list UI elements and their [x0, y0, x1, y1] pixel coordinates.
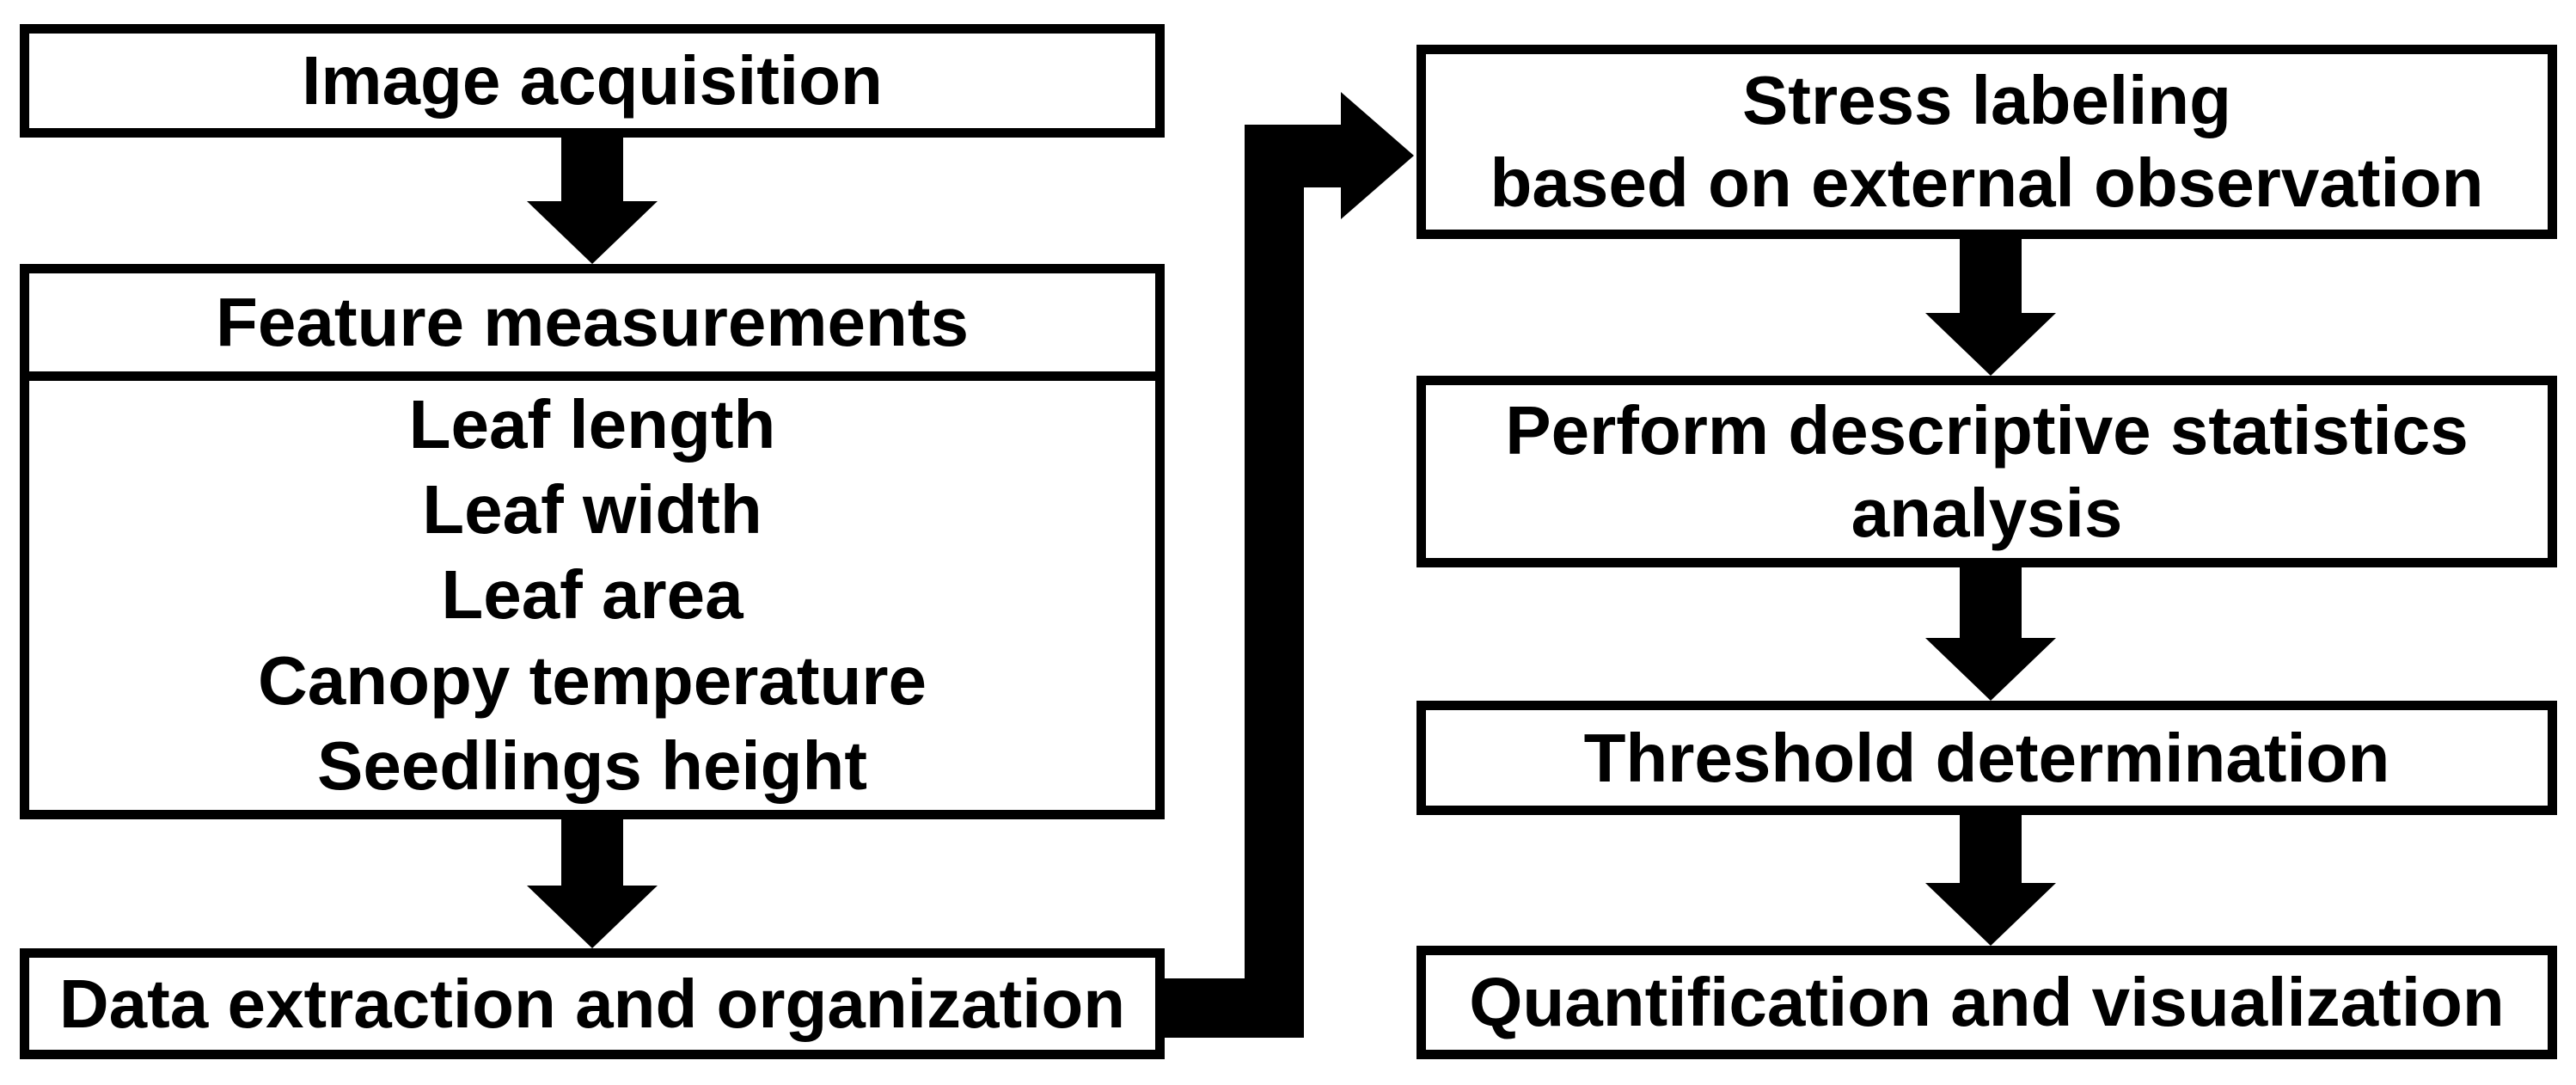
- list-item-canopy-temperature: Canopy temperature: [258, 641, 927, 719]
- node-threshold-determination-label: Threshold determination: [1583, 719, 2390, 796]
- node-threshold-determination: Threshold determination: [1416, 701, 2557, 815]
- node-data-extraction: Data extraction and organization: [20, 948, 1165, 1059]
- node-descriptive-statistics: Perform descriptive statistics analysis: [1416, 376, 2557, 567]
- node-descriptive-statistics-line1: Perform descriptive statistics: [1505, 391, 2469, 469]
- node-feature-measurements-header: Feature measurements: [29, 273, 1155, 381]
- node-feature-measurements-header-label: Feature measurements: [216, 284, 969, 360]
- arrow-down-5-shaft: [1960, 814, 2022, 885]
- node-descriptive-statistics-line2: analysis: [1851, 474, 2123, 551]
- arrow-down-3-shaft: [1960, 238, 2022, 315]
- elbow-connector-vertical-bar: [1245, 125, 1304, 1038]
- arrow-down-1-shaft: [561, 138, 623, 203]
- list-item-seedlings-height: Seedlings height: [316, 726, 868, 804]
- arrow-down-5-head: [1925, 883, 2056, 946]
- list-item-leaf-width: Leaf width: [422, 471, 762, 549]
- feature-measurements-list: Leaf length Leaf width Leaf area Canopy …: [29, 381, 1155, 810]
- node-quantification-visualization: Quantification and visualization: [1416, 946, 2557, 1059]
- arrow-down-4-shaft: [1960, 567, 2022, 640]
- node-stress-labeling-line1: Stress labeling: [1741, 62, 2232, 138]
- arrow-down-2-head: [527, 886, 658, 948]
- arrow-down-1-head: [527, 201, 658, 264]
- node-data-extraction-label: Data extraction and organization: [58, 965, 1126, 1042]
- elbow-connector-top-arm: [1245, 125, 1341, 187]
- node-feature-measurements: Feature measurements Leaf length Leaf wi…: [20, 264, 1165, 819]
- arrow-down-3-head: [1925, 313, 2056, 376]
- node-quantification-visualization-label: Quantification and visualization: [1469, 964, 2505, 1040]
- arrow-down-2-shaft: [561, 818, 623, 887]
- node-stress-labeling: Stress labeling based on external observ…: [1416, 45, 2557, 239]
- list-item-leaf-length: Leaf length: [408, 386, 776, 463]
- arrow-down-4-head: [1925, 638, 2056, 701]
- node-image-acquisition-label: Image acquisition: [302, 42, 883, 119]
- list-item-leaf-area: Leaf area: [441, 556, 743, 634]
- node-stress-labeling-line2: based on external observation: [1490, 144, 2484, 221]
- elbow-connector-arrow-head: [1341, 92, 1414, 219]
- node-image-acquisition: Image acquisition: [20, 24, 1165, 138]
